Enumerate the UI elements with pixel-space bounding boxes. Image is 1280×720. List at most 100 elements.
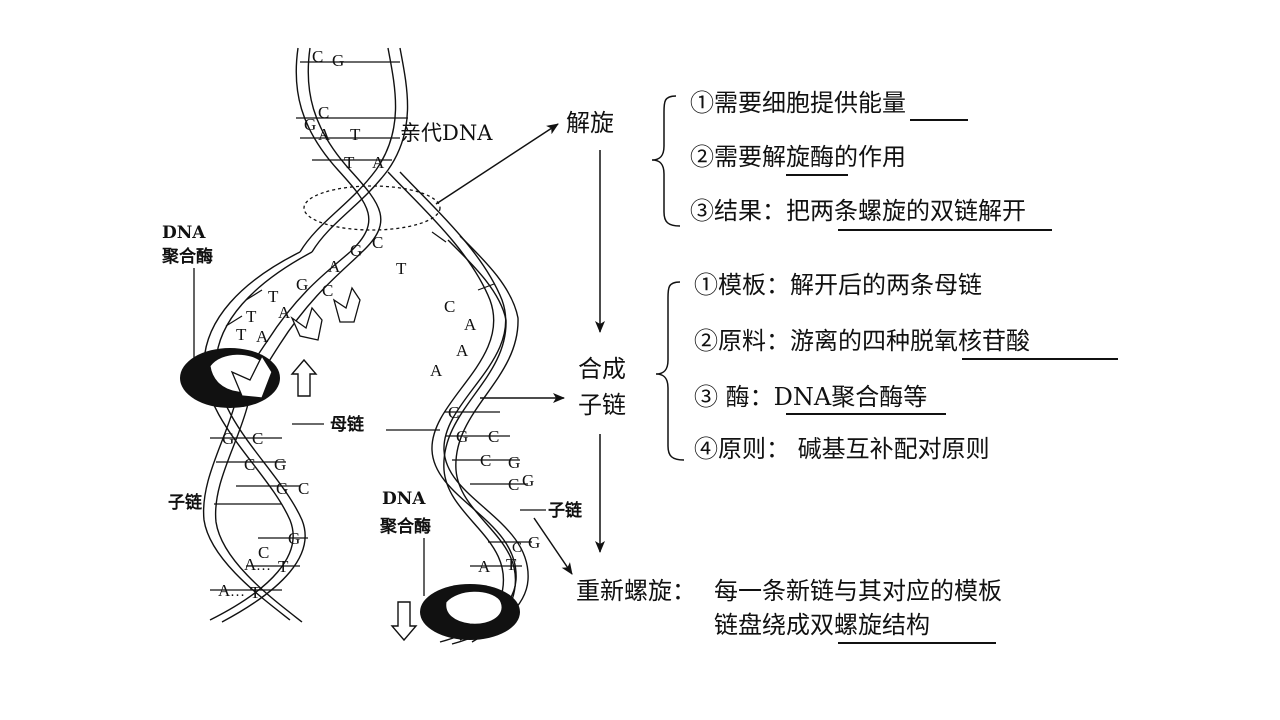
bases-fork: C G T A G C T A T T A: [236, 233, 407, 346]
item-underlined: 脱氧核苷酸: [910, 327, 1030, 355]
bases-top: C G: [312, 47, 344, 70]
flow-arrows: [435, 123, 605, 575]
nucleotide-arrows: [230, 286, 361, 399]
rewinding-line-1: 每一条新链与其对应的模板: [714, 577, 1002, 605]
base: T: [278, 557, 289, 576]
base: C: [298, 479, 309, 498]
daughter-strand-label-left: 子链: [168, 492, 203, 513]
synthesis-item-3: ③ 酶：DNA聚合酶等: [694, 382, 927, 412]
item-text: 链盘绕成: [714, 611, 810, 639]
base: C: [508, 475, 519, 494]
base: A: [478, 557, 491, 576]
item-text: ①需要细胞提供: [690, 89, 858, 117]
base: C: [258, 543, 269, 562]
synthesis-item-2: ②原料：游离的四种脱氧核苷酸: [694, 326, 1030, 356]
synthesis-title-line1: 合成: [578, 355, 626, 383]
brace-unwinding: [651, 95, 681, 227]
unwinding-item-3: ③结果：把两条螺旋的双链解开: [690, 196, 1026, 226]
base: A: [278, 303, 291, 322]
base: A: [218, 581, 231, 600]
base: A: [456, 341, 469, 360]
base: C: [448, 403, 459, 422]
rewinding-title: 重新螺旋：: [576, 577, 696, 605]
base: G: [456, 427, 468, 446]
base: A: [318, 125, 331, 144]
item-underlined: 能量: [858, 89, 906, 117]
base: G: [350, 241, 362, 260]
base: T: [236, 325, 247, 344]
parent-dna-label: 亲代DNA: [400, 121, 493, 145]
underline: [962, 358, 1118, 360]
base: A: [430, 361, 443, 380]
base: T: [350, 125, 361, 144]
bases-left-lower: G C C G G C G C A T A T … …: [218, 429, 309, 602]
item-underlined: 两条螺旋的双链: [810, 197, 978, 225]
base: G: [274, 455, 286, 474]
item-text: ③ 酶：: [694, 383, 774, 411]
item-underlined: 双螺旋结构: [810, 611, 930, 639]
polymerase-right: [420, 584, 520, 640]
base: G: [528, 533, 540, 552]
synthesis-title-line2: 子链: [578, 391, 626, 419]
rewinding-line-2: 链盘绕成双螺旋结构: [714, 610, 930, 640]
underline: [786, 174, 848, 176]
underline: [786, 413, 946, 415]
base: A: [372, 153, 385, 172]
base: C: [312, 47, 323, 66]
polymerase-label-right-line2: 聚合酶: [379, 516, 431, 537]
base: G: [296, 275, 308, 294]
pair-dots: …: [230, 584, 245, 600]
synthesis-item-1: ①模板：解开后的两条母链: [694, 270, 982, 300]
item-suffix: 酶的作用: [810, 143, 906, 171]
bases-upper: C G A T T A: [304, 103, 385, 172]
synthesis-item-4: ④原则： 碱基互补配对原则: [694, 434, 990, 464]
template-strand-label: 母链: [330, 414, 365, 435]
item-text: ③结果：把: [690, 197, 810, 225]
item-text: ②原料：游离的四种: [694, 327, 910, 355]
base: G: [276, 479, 288, 498]
base: C: [480, 451, 491, 470]
base: A: [244, 555, 257, 574]
brace-synthesis: [655, 281, 685, 461]
base: C: [512, 540, 522, 556]
unwinding-title: 解旋: [566, 109, 614, 137]
direction-arrow-down: [390, 601, 418, 642]
parent-helix: [295, 47, 409, 253]
base: C: [244, 455, 255, 474]
base: G: [304, 115, 316, 134]
underline: [838, 642, 996, 644]
bases-right-strand: C A A A C G C C G C G G C A T: [430, 297, 540, 576]
base: C: [252, 429, 263, 448]
base: C: [488, 427, 499, 446]
base: C: [444, 297, 455, 316]
base: C: [322, 281, 333, 300]
polymerase-label-left-line2: 聚合酶: [161, 246, 213, 267]
base: A: [328, 257, 341, 276]
unwinding-item-2: ②需要解旋酶的作用: [690, 142, 906, 172]
base: C: [318, 103, 329, 122]
base: G: [222, 429, 234, 448]
base: G: [508, 453, 520, 472]
pair-dots: …: [256, 558, 271, 574]
item-underlined: DNA聚合酶: [773, 383, 904, 411]
base: A: [464, 315, 477, 334]
item-underlined: 解旋: [762, 143, 810, 171]
item-text: ①模板：解开后的两条母链: [694, 271, 982, 299]
base: G: [288, 529, 300, 548]
direction-arrow-up: [290, 358, 318, 397]
base: A: [256, 327, 269, 346]
item-text: ②需要: [690, 143, 762, 171]
item-text: ④原则： 碱基互补配对原则: [694, 435, 990, 463]
base: T: [268, 287, 279, 306]
base: T: [344, 153, 355, 172]
underline: [910, 119, 968, 121]
item-suffix: 等: [903, 383, 928, 411]
unwinding-item-1: ①需要细胞提供能量: [690, 88, 906, 118]
underline: [838, 229, 1052, 231]
item-suffix: 解开: [978, 197, 1026, 225]
base: G: [332, 51, 344, 70]
base: C: [372, 233, 383, 252]
base: T: [396, 259, 407, 278]
base: T: [250, 583, 261, 602]
